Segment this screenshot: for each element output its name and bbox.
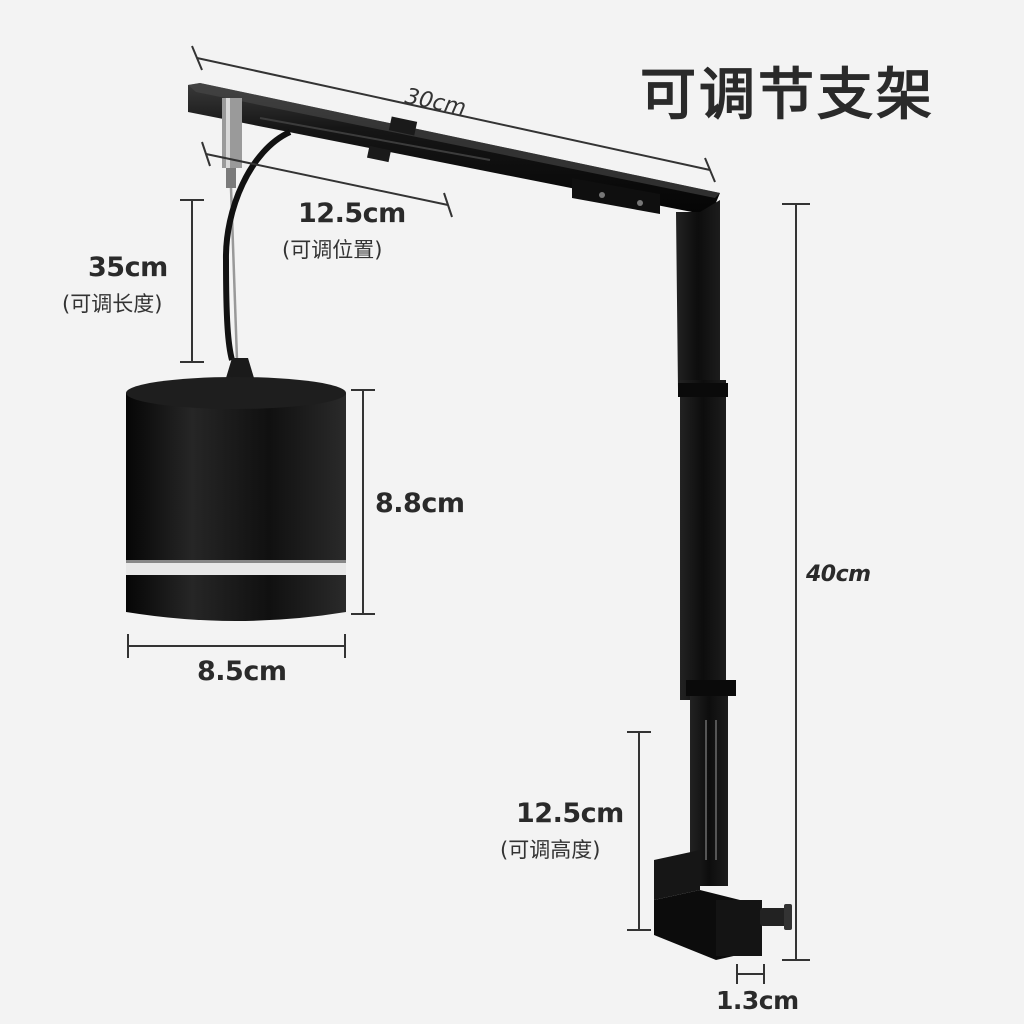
slide-range-label: 12.5cm	[298, 198, 406, 229]
cable-length-label: 35cm	[88, 252, 168, 283]
clamp	[654, 850, 792, 960]
cable-hanger	[222, 98, 292, 378]
horizontal-arm	[188, 83, 720, 214]
clamp-gap-label: 1.3cm	[716, 986, 799, 1015]
lamp-width-label: 8.5cm	[197, 656, 287, 687]
dimension-lines	[127, 45, 810, 984]
page-title: 可调节支架	[640, 63, 935, 128]
lamp	[126, 377, 346, 621]
height-range-note: (可调高度)	[500, 838, 601, 862]
stand-height-label: 40cm	[806, 562, 871, 587]
vertical-post	[676, 200, 736, 886]
slide-range-note: (可调位置)	[282, 238, 383, 262]
lamp-height-label: 8.8cm	[375, 488, 465, 519]
light-ring	[126, 562, 346, 575]
cable-length-note: (可调长度)	[62, 292, 163, 316]
height-range-label: 12.5cm	[516, 798, 624, 829]
